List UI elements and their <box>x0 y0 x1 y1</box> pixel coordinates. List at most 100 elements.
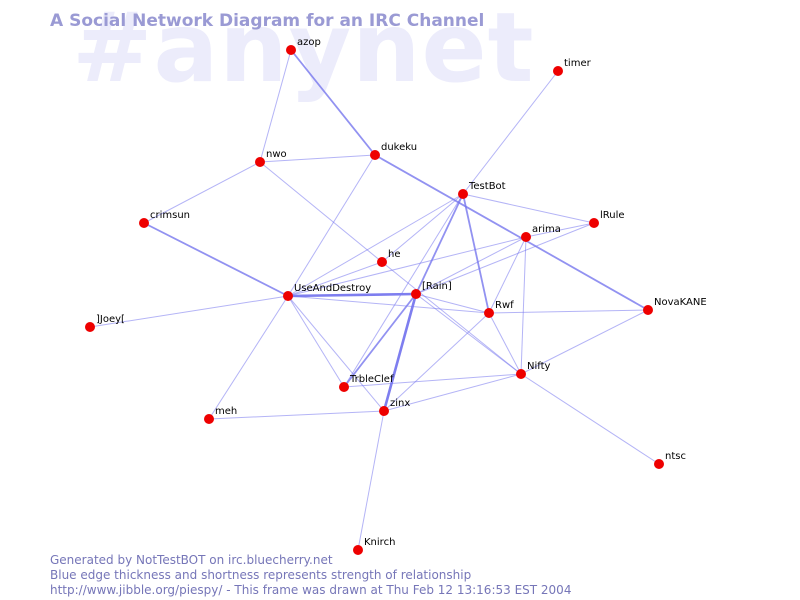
node-label: lRule <box>600 210 625 221</box>
node-label: TestBot <box>468 181 506 192</box>
node-dot <box>283 291 293 301</box>
edge-arima-nifty <box>520 236 527 375</box>
edge-arima-rwf <box>488 236 527 314</box>
edge-nifty-ntsc <box>520 373 660 465</box>
edge-testbot-trbleclef <box>343 193 464 388</box>
footer-legend: Blue edge thickness and shortness repres… <box>50 568 472 582</box>
node-label: Knirch <box>364 537 395 548</box>
edge-he-useanddestroy <box>287 261 383 297</box>
node-dot <box>139 218 149 228</box>
edge-rain-rwf <box>415 293 490 314</box>
node-label: ]Joey[ <box>96 314 125 325</box>
edge-useanddestroy-rain <box>287 292 417 298</box>
node-nifty: Nifty <box>516 361 551 379</box>
node-dot <box>458 189 468 199</box>
node-dot <box>286 45 296 55</box>
edges-layer <box>89 49 660 551</box>
node-dot <box>516 369 526 379</box>
edge-arima-useanddestroy <box>287 236 527 297</box>
node-dot <box>484 308 494 318</box>
node-azop: azop <box>286 37 321 55</box>
node-dot <box>370 150 380 160</box>
edge-lrule-rain <box>415 222 595 295</box>
node-label: he <box>388 249 401 260</box>
node-label: meh <box>215 406 237 417</box>
footer-generated-by: Generated by NotTestBOT on irc.bluecherr… <box>50 553 333 567</box>
node-label: arima <box>532 224 561 235</box>
node-dot <box>339 382 349 392</box>
edge-dukeku-useanddestroy <box>287 154 376 297</box>
edge-useanddestroy-rwf <box>287 295 490 314</box>
node-testbot: TestBot <box>458 181 506 199</box>
node-rain: [Rain] <box>411 281 452 299</box>
node-he: he <box>377 249 401 267</box>
edge-timer-testbot <box>462 70 559 195</box>
edge-nwo-he <box>259 161 383 263</box>
channel-watermark: #anynet <box>72 0 535 104</box>
node-dot <box>589 218 599 228</box>
node-label: TrbleClef <box>349 374 394 385</box>
node-label: zinx <box>390 398 410 409</box>
node-rwf: Rwf <box>484 300 514 318</box>
node-trbleclef: TrbleClef <box>339 374 394 392</box>
node-zinx: zinx <box>379 398 410 416</box>
edge-useanddestroy-trbleclef <box>287 295 345 388</box>
diagram-title: A Social Network Diagram for an IRC Chan… <box>50 11 485 31</box>
edge-nifty-trbleclef <box>343 373 522 388</box>
node-joey: ]Joey[ <box>85 314 125 332</box>
edge-novakane-nifty <box>520 309 649 375</box>
edge-rain-trbleclef <box>343 293 417 388</box>
node-label: nwo <box>266 149 287 160</box>
footer: Generated by NotTestBOT on irc.bluecherr… <box>50 553 571 598</box>
node-dot <box>204 414 214 424</box>
edge-useanddestroy-zinx <box>287 295 385 412</box>
node-label: ntsc <box>665 451 686 462</box>
node-meh: meh <box>204 406 237 424</box>
edge-zinx-knirch <box>357 410 385 551</box>
node-label: UseAndDestroy <box>294 283 371 294</box>
edge-azop-nwo <box>259 49 292 163</box>
edge-rwf-nifty <box>488 312 522 375</box>
edge-testbot-useanddestroy <box>287 193 464 297</box>
node-label: Rwf <box>495 300 514 311</box>
edge-he-nifty <box>381 261 522 375</box>
edge-testbot-lrule <box>462 193 595 224</box>
footer-url-timestamp: http://www.jibble.org/piespy/ - This fra… <box>50 583 572 597</box>
edge-nwo-dukeku <box>259 154 376 163</box>
edge-rain-zinx <box>382 293 418 412</box>
edge-dukeku-novakane <box>374 154 649 311</box>
node-dot <box>85 322 95 332</box>
edge-arima-lrule <box>525 222 595 238</box>
node-dot <box>377 257 387 267</box>
node-dot <box>255 157 265 167</box>
node-label: dukeku <box>381 142 417 153</box>
edge-testbot-rain <box>415 193 464 295</box>
edge-useanddestroy-meh <box>208 295 289 420</box>
node-label: [Rain] <box>422 281 452 292</box>
node-useanddestroy: UseAndDestroy <box>283 283 371 301</box>
node-dot <box>353 545 363 555</box>
node-dot <box>521 232 531 242</box>
node-lrule: lRule <box>589 210 625 228</box>
node-arima: arima <box>521 224 561 242</box>
node-dot <box>411 289 421 299</box>
edge-testbot-he <box>381 193 464 263</box>
edge-useanddestroy-joey <box>89 295 289 328</box>
node-crimsun: crimsun <box>139 210 190 228</box>
node-label: timer <box>564 58 592 69</box>
node-dot <box>654 459 664 469</box>
node-timer: timer <box>553 58 592 76</box>
edge-nifty-zinx <box>383 373 522 412</box>
node-dot <box>643 305 653 315</box>
edge-rwf-novakane <box>488 309 649 314</box>
node-label: azop <box>297 37 321 48</box>
node-ntsc: ntsc <box>654 451 686 469</box>
node-nwo: nwo <box>255 149 287 167</box>
edge-rain-nifty <box>415 293 522 375</box>
edge-zinx-meh <box>208 410 385 420</box>
node-novakane: NovaKANE <box>643 297 707 315</box>
node-label: crimsun <box>150 210 190 221</box>
